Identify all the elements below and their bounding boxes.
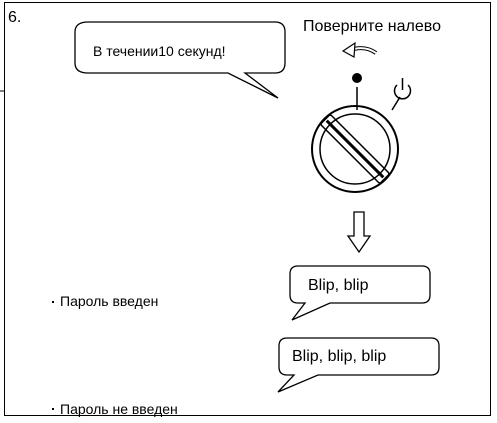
timer-callout-text: В течении10 секунд! xyxy=(93,43,226,59)
power-icon xyxy=(393,78,412,100)
dot-position-icon xyxy=(352,73,362,83)
key-switch-icon xyxy=(311,87,401,193)
bullet-success xyxy=(52,301,54,303)
beep-success-speech-bubble xyxy=(289,265,431,321)
instruction-frame xyxy=(4,2,491,416)
beep-failure-text: Blip, blip, blip xyxy=(292,348,387,365)
rotate-left-arrow-icon xyxy=(341,41,378,58)
beep-failure-speech-bubble xyxy=(277,337,440,393)
status-failure-label: Пароль не введен xyxy=(60,401,178,417)
timer-speech-bubble xyxy=(74,21,286,99)
down-arrow-icon xyxy=(346,211,372,254)
step-number: 6. xyxy=(8,9,22,26)
bullet-failure xyxy=(52,408,54,410)
beep-success-text: Blip, blip xyxy=(308,277,369,294)
instruction-text: Поверните налево xyxy=(303,18,441,35)
status-success-label: Пароль введен xyxy=(60,293,159,309)
